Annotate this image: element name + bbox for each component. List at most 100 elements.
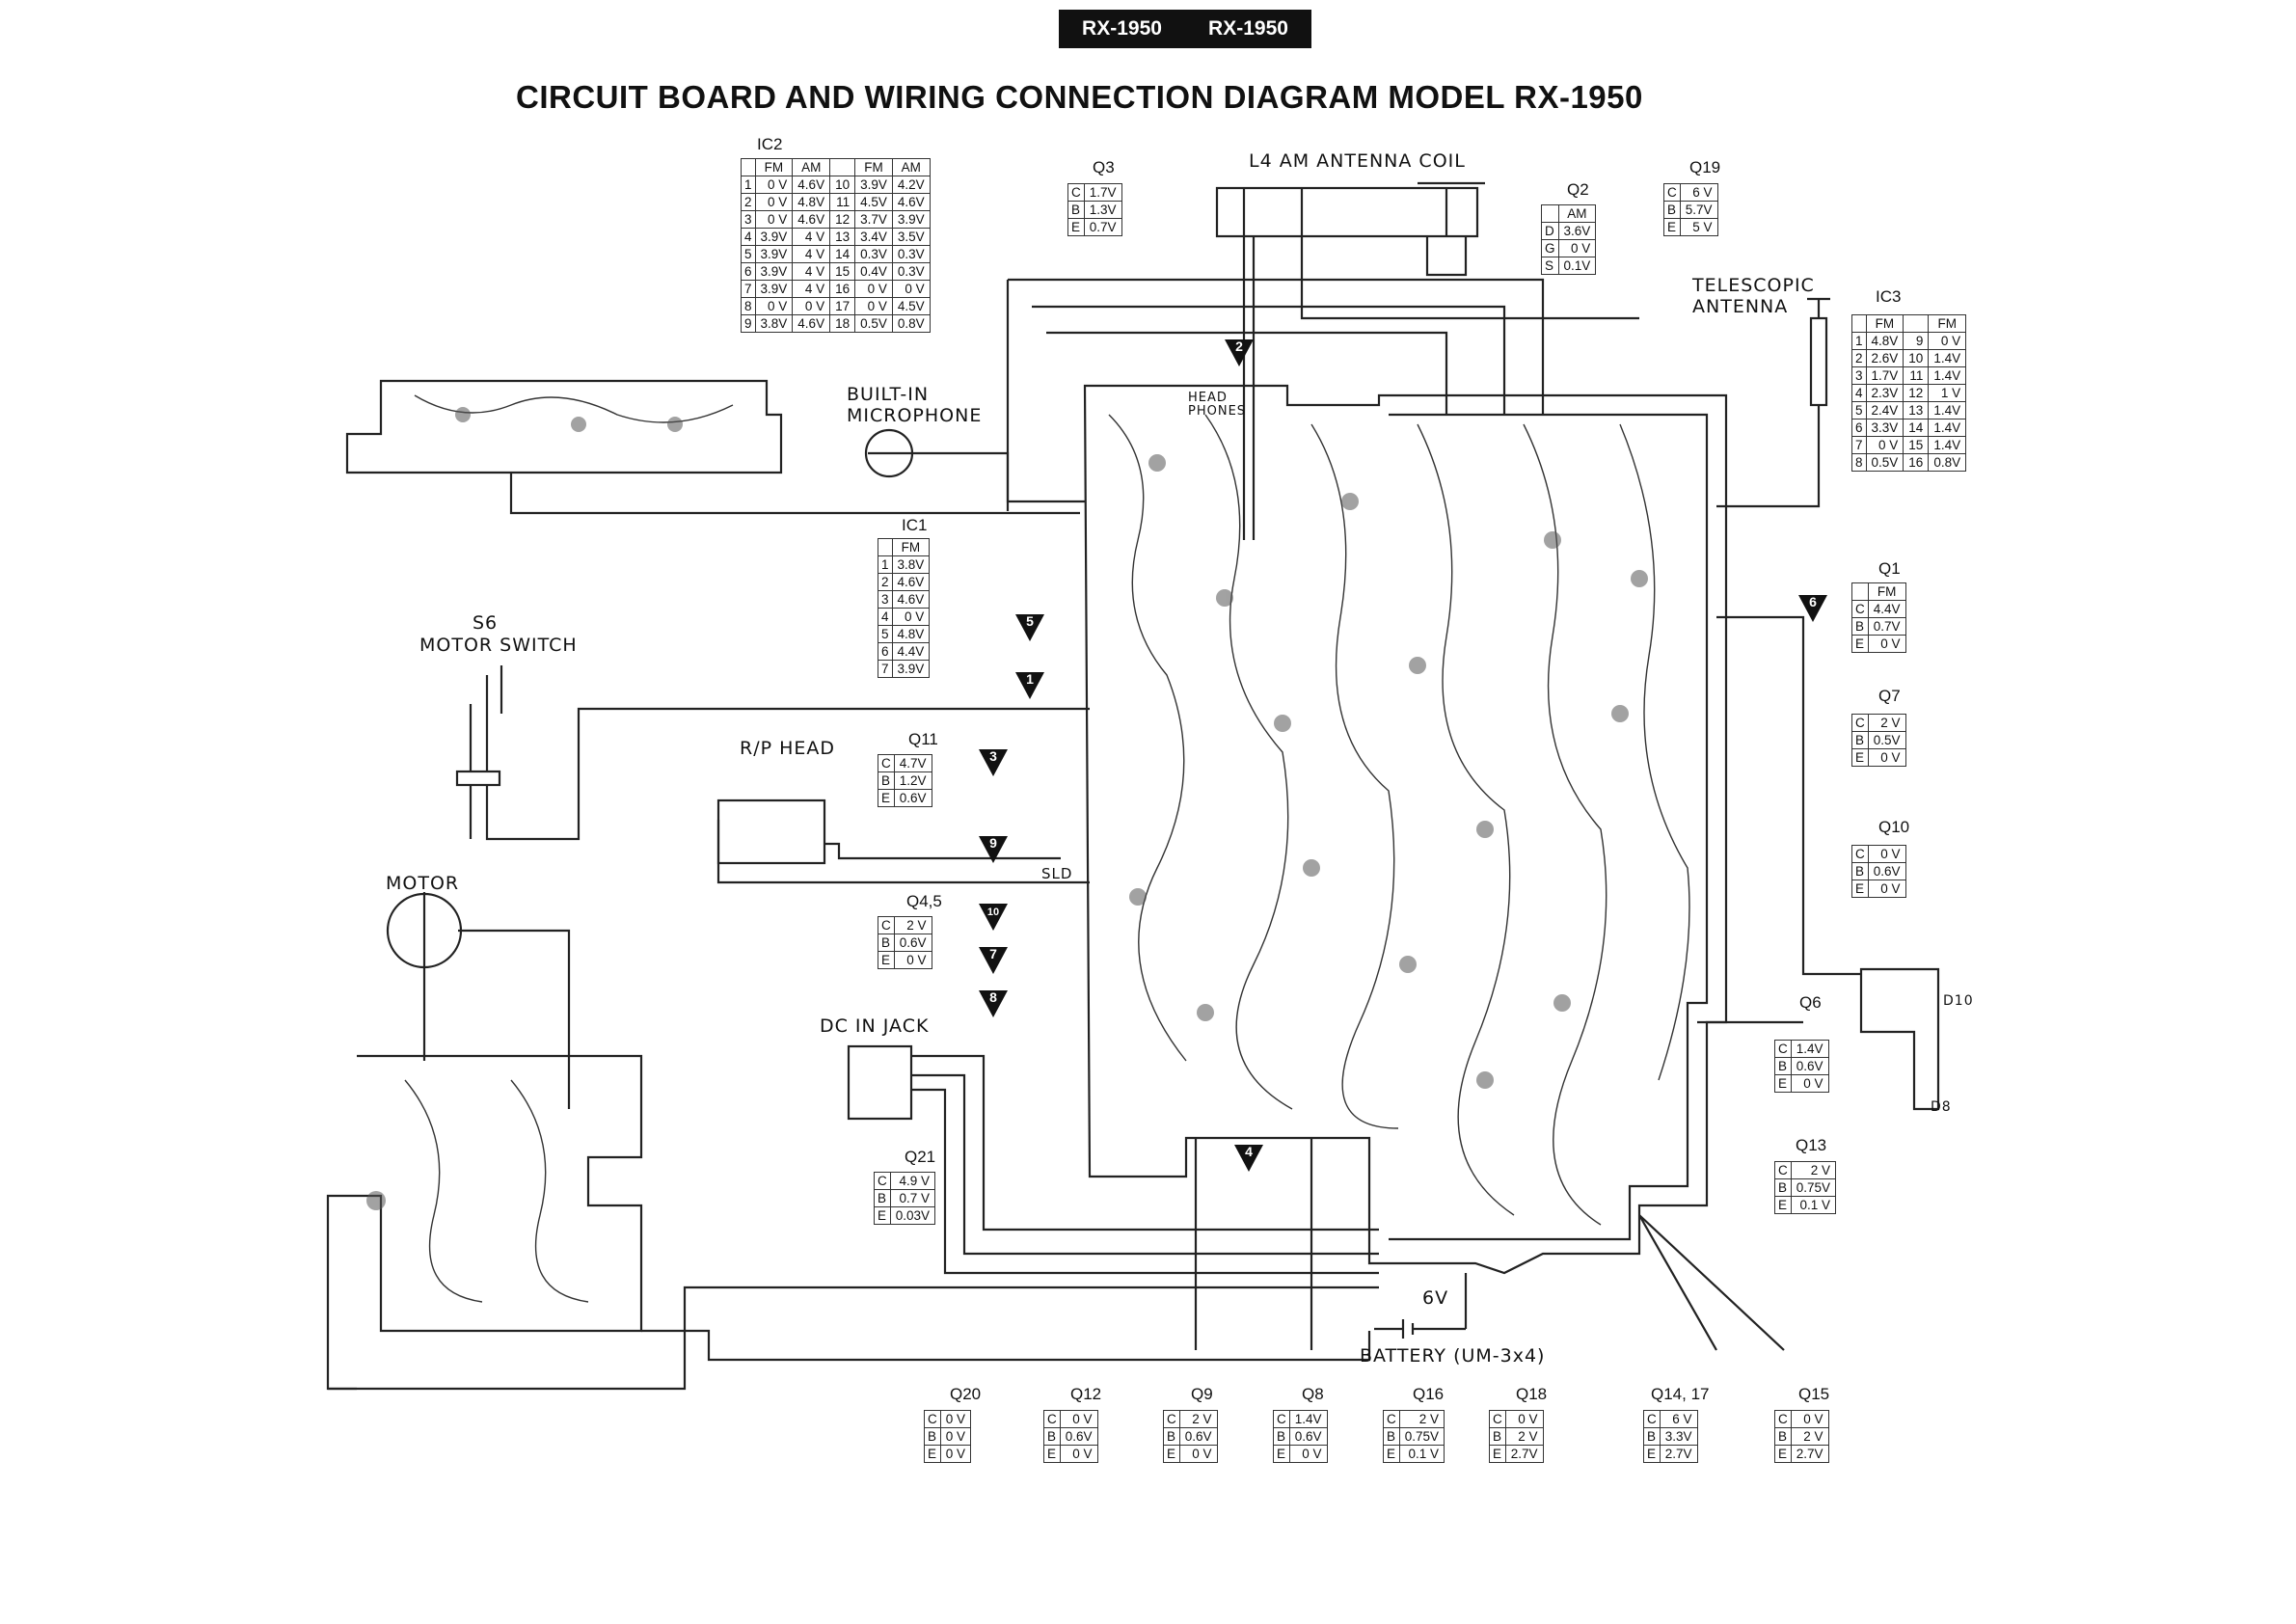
ic3-cell: 0.8V bbox=[1928, 453, 1967, 472]
q16-cell: E bbox=[1383, 1445, 1400, 1463]
q2-label: Q2 bbox=[1567, 180, 1589, 199]
ic1-cell: 5 bbox=[878, 625, 893, 643]
sld-label: SLD bbox=[1041, 865, 1073, 882]
q16-cell: 0.75V bbox=[1398, 1427, 1445, 1446]
connection-marker bbox=[1015, 672, 1044, 699]
ic2-cell: 17 bbox=[829, 297, 856, 315]
page-title: CIRCUIT BOARD AND WIRING CONNECTION DIAG… bbox=[516, 79, 1643, 115]
q3-cell: B bbox=[1067, 201, 1085, 219]
q21-cell: E bbox=[874, 1206, 891, 1225]
ic2-cell: 12 bbox=[829, 210, 856, 229]
q6-cell: C bbox=[1774, 1040, 1792, 1058]
ic2-cell: FM bbox=[754, 158, 794, 176]
telescopic-label: TELESCOPIC bbox=[1692, 275, 1815, 296]
q16-label: Q16 bbox=[1413, 1385, 1445, 1403]
ic3-cell: 1.4V bbox=[1928, 349, 1967, 367]
rp-head-body bbox=[716, 798, 826, 865]
ic2-cell: 4 V bbox=[792, 245, 831, 263]
q1417-cell: 2.7V bbox=[1659, 1445, 1698, 1463]
ic2-cell: 0 V bbox=[854, 297, 893, 315]
ic1-cell: 6 bbox=[878, 642, 893, 661]
q11-cell: 4.7V bbox=[893, 754, 932, 772]
ic3-cell: 8 bbox=[1851, 453, 1867, 472]
ic2-cell: 3.9V bbox=[754, 262, 794, 281]
q45-cell: B bbox=[878, 934, 895, 952]
ic2-cell: 0 V bbox=[754, 297, 794, 315]
q18-cell: B bbox=[1489, 1427, 1506, 1446]
connection-marker bbox=[1015, 614, 1044, 641]
connection-marker bbox=[979, 836, 1008, 863]
ic3-cell: 3.3V bbox=[1865, 419, 1904, 437]
ic1-cell: 3.9V bbox=[891, 660, 931, 678]
q3-cell: E bbox=[1067, 218, 1085, 236]
ic2-cell: 3.7V bbox=[854, 210, 893, 229]
q15-cell: E bbox=[1774, 1445, 1792, 1463]
q7-cell: 0.5V bbox=[1867, 731, 1906, 749]
q45-cell: C bbox=[878, 916, 895, 934]
ic1-cell bbox=[878, 538, 893, 556]
ic2-cell: 9 bbox=[741, 314, 756, 333]
q9-cell: B bbox=[1163, 1427, 1180, 1446]
q20-cell: 0 V bbox=[939, 1445, 972, 1463]
microphone-label: MICROPHONE bbox=[847, 405, 983, 426]
ic2-cell: 4.8V bbox=[792, 193, 831, 211]
ic3-cell: 9 bbox=[1903, 332, 1930, 350]
ic2-cell: 0.3V bbox=[891, 245, 931, 263]
ic2-cell: 3.9V bbox=[891, 210, 931, 229]
q20-cell: 0 V bbox=[939, 1427, 972, 1446]
ic3-cell: 2.6V bbox=[1865, 349, 1904, 367]
ic2-cell: 3.8V bbox=[754, 314, 794, 333]
q8-label: Q8 bbox=[1302, 1385, 1324, 1403]
ic1-cell: FM bbox=[891, 538, 931, 556]
q12-label: Q12 bbox=[1070, 1385, 1102, 1403]
ic3-cell: 1.4V bbox=[1928, 401, 1967, 420]
q10-cell: C bbox=[1851, 845, 1869, 863]
ic2-cell: 7 bbox=[741, 280, 756, 298]
antenna-coil-label: L4 AM ANTENNA COIL bbox=[1249, 150, 1466, 172]
dc-in-jack-label: DC IN JACK bbox=[820, 1015, 930, 1037]
ic1-cell: 1 bbox=[878, 555, 893, 574]
ic3-cell: 16 bbox=[1903, 453, 1930, 472]
ic2-cell: FM bbox=[854, 158, 893, 176]
ic3-cell: 14 bbox=[1903, 419, 1930, 437]
ic2-cell: 0.3V bbox=[891, 262, 931, 281]
q1-cell: 4.4V bbox=[1867, 600, 1906, 618]
ic2-cell: 4 V bbox=[792, 280, 831, 298]
q21-cell: 4.9 V bbox=[889, 1172, 936, 1190]
q1417-cell: 6 V bbox=[1659, 1410, 1698, 1428]
q16-cell: C bbox=[1383, 1410, 1400, 1428]
q6-cell: B bbox=[1774, 1057, 1792, 1075]
connection-marker bbox=[979, 749, 1008, 776]
led-board-outline bbox=[1859, 967, 1940, 1111]
ic3-cell: 2 bbox=[1851, 349, 1867, 367]
connection-marker bbox=[1798, 595, 1827, 622]
ic2-cell: 0 V bbox=[754, 193, 794, 211]
